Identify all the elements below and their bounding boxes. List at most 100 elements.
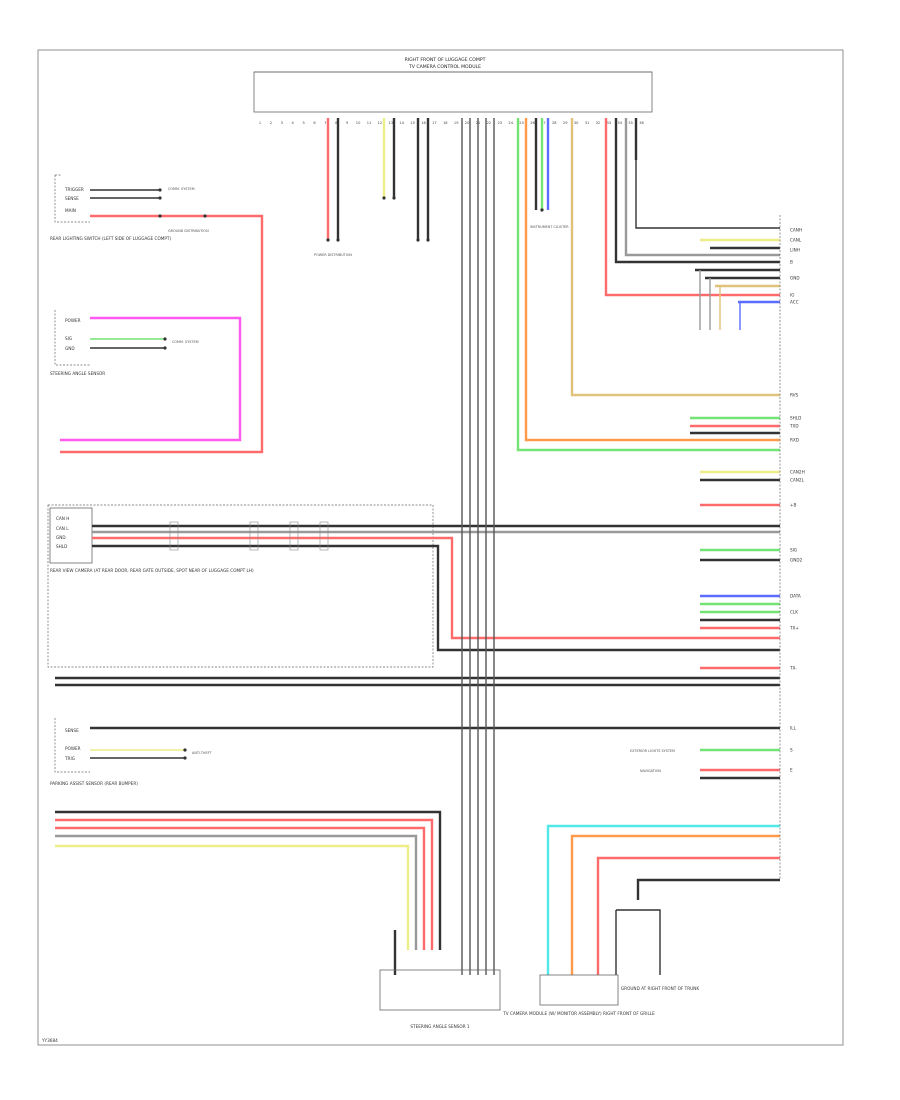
ground-dist-label: GROUND DISTRIBUTION <box>168 229 209 233</box>
right-pin-label: GND2 <box>790 558 803 563</box>
top-pin-number: 4 <box>292 121 295 125</box>
rear-lighting-pin-3: MAIN <box>65 208 76 213</box>
rear-lighting-block: TRIGGER SENSE MAIN REAR LIGHTING SWITCH … <box>50 174 171 241</box>
top-pin-number: 7 <box>324 121 326 125</box>
right-pin-label: TXD <box>789 424 799 429</box>
top-pin-number: 26 <box>530 121 535 125</box>
parking-pin-2: POWER <box>65 746 81 751</box>
right-pin-label: CLK <box>790 610 798 615</box>
parking-pin-3: TRIG <box>64 756 75 761</box>
top-pin-number: 5 <box>302 121 304 125</box>
diagram-frame <box>37 49 844 1046</box>
top-pin-number: 14 <box>399 121 404 125</box>
top-pin-number: 30 <box>574 121 579 125</box>
top-pin-number: 32 <box>596 121 601 125</box>
top-pin-number: 3 <box>281 121 283 125</box>
steering-sensor-block: POWER SIG GND STEERING ANGLE SENSOR <box>50 310 105 376</box>
rear-lighting-pin-1: TRIGGER <box>64 187 84 192</box>
top-pin-number: 36 <box>639 121 644 125</box>
tv-camera-connector: TV CAMERA MODULE (W/ MONITOR ASSEMBLY) R… <box>502 974 655 1016</box>
top-pin-number: 35 <box>628 121 633 125</box>
rear-camera-pin-3: GND <box>56 535 66 540</box>
steering-pin-1: POWER <box>65 318 81 323</box>
instrument-label: INSTRUMENT CLUSTER <box>530 225 569 229</box>
top-pin-number: 8 <box>335 121 338 125</box>
top-pin-number: 19 <box>454 121 459 125</box>
top-pin-number: 33 <box>607 121 612 125</box>
rear-lighting-label: REAR LIGHTING SWITCH (LEFT SIDE OF LUGGA… <box>50 236 171 241</box>
top-pin-number: 11 <box>367 121 372 125</box>
right-pin-label: IG <box>790 293 794 298</box>
power-dist-label: POWER DISTRIBUTION <box>314 253 352 257</box>
top-pin-number: 22 <box>487 121 492 125</box>
right-pin-label: CAN2L <box>790 478 805 483</box>
steering-angle-connector: STEERING ANGLE SENSOR 1 <box>379 969 501 1029</box>
nav-label: NAVIGATION <box>640 769 661 773</box>
top-pin-number: 25 <box>519 121 524 125</box>
exterior-lights-label: EXTERIOR LIGHTS SYSTEM <box>630 749 675 753</box>
parking-assist-label: PARKING ASSIST SENSOR (REAR BUMPER) <box>50 781 138 786</box>
parking-pin-1: SENSE <box>65 728 79 733</box>
right-pin-label: CANH <box>790 228 802 233</box>
right-pin-label: RXD <box>790 438 799 443</box>
top-connector: RIGHT FRONT OF LUGGAGE COMPT TV CAMERA C… <box>253 57 653 113</box>
top-pin-number: 34 <box>617 121 622 125</box>
top-pin-number: 6 <box>313 121 316 125</box>
right-pin-label: ACC <box>790 300 799 305</box>
rear-camera-dashed-region <box>47 504 434 668</box>
top-pin-number: 27 <box>541 121 546 125</box>
right-pin-label: DATA <box>790 594 801 599</box>
tv-camera-connector-title: TV CAMERA MODULE (W/ MONITOR ASSEMBLY) R… <box>502 1011 655 1016</box>
right-pin-label: +B <box>790 503 797 508</box>
rear-camera-label: REAR VIEW CAMERA (AT REAR DOOR, REAR GAT… <box>50 568 254 573</box>
top-pin-number: 15 <box>410 121 415 125</box>
top-pin-number: 23 <box>498 121 503 125</box>
right-pin-label: TX+ <box>789 626 799 631</box>
top-pin-number: 17 <box>432 121 437 125</box>
top-connector-subtitle: TV CAMERA CONTROL MODULE <box>408 64 481 70</box>
right-pin-label: CANL <box>790 238 802 243</box>
rear-camera-pin-2: CAN L <box>56 526 69 531</box>
ground-connector-title: GROUND AT RIGHT FRONT OF TRUNK <box>621 986 699 991</box>
rear-camera-pin-1: CAN H <box>56 516 69 521</box>
top-pin-number: 1 <box>259 121 261 125</box>
comm-system-label-1: COMM. SYSTEM <box>168 187 195 191</box>
right-pin-label: ILL <box>790 726 797 731</box>
steering-sensor-label: STEERING ANGLE SENSOR <box>50 371 105 376</box>
ground-connector: GROUND AT RIGHT FRONT OF TRUNK <box>621 986 699 991</box>
top-pin-number: 16 <box>421 121 426 125</box>
top-pin-number: 9 <box>346 121 349 125</box>
right-pin-labels: CANH CANL LINH B GND IG ACC RVS SHLD TXD RXD CAN2H C… <box>789 228 805 773</box>
right-pin-label: GND <box>790 276 800 281</box>
top-pin-number: 12 <box>378 121 383 125</box>
parking-assist-block: SENSE POWER TRIG PARKING ASSIST SENSOR (… <box>50 718 138 786</box>
top-connector-title: RIGHT FRONT OF LUGGAGE COMPT <box>405 57 486 63</box>
right-pin-label: CAN2H <box>790 470 805 475</box>
steering-angle-connector-title: STEERING ANGLE SENSOR 1 <box>410 1024 470 1029</box>
comm-system-label-2: COMM. SYSTEM <box>172 340 199 344</box>
top-pin-number: 2 <box>270 121 272 125</box>
top-pin-number: 18 <box>443 121 448 125</box>
steering-pin-3: GND <box>65 346 75 351</box>
right-pin-label: RVS <box>790 393 799 398</box>
page-code: YY3684 <box>41 1038 58 1043</box>
top-pin-number: 31 <box>585 121 590 125</box>
top-pin-number: 13 <box>389 121 394 125</box>
rear-camera-splices <box>169 521 329 551</box>
right-pin-label: E <box>790 768 793 773</box>
right-pin-label: SHLD <box>790 416 801 421</box>
right-pin-label: LINH <box>790 248 800 253</box>
top-pin-number: 28 <box>552 121 557 125</box>
vertical-bundle <box>461 118 495 975</box>
steering-pin-2: SIG <box>65 336 72 341</box>
right-pin-label: S <box>790 748 793 753</box>
rear-lighting-pin-2: SENSE <box>65 196 79 201</box>
top-pin-number: 10 <box>356 121 361 125</box>
top-pin-number: 29 <box>563 121 568 125</box>
top-connector-box <box>253 71 653 113</box>
top-pin-number: 20 <box>465 121 470 125</box>
right-pin-label: TX- <box>789 666 797 671</box>
right-pin-label: B <box>790 260 793 265</box>
